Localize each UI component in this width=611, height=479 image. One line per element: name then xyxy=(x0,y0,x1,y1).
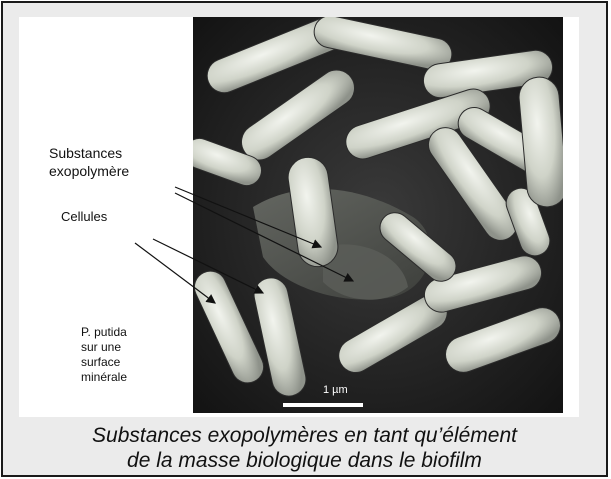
putida-label-line2: sur une xyxy=(81,340,122,354)
caption-line1: Substances exopolymères en tant qu’éléme… xyxy=(92,424,517,447)
putida-label-line3: surface xyxy=(81,355,121,369)
exopolymer-label-line1: Substances xyxy=(49,145,123,161)
scale-bar-label: 1 µm xyxy=(323,384,348,396)
putida-label: P. putida sur une surface minérale xyxy=(81,325,191,385)
putida-label-line1: P. putida xyxy=(81,325,127,339)
exopolymer-label-line2: exopolymère xyxy=(49,163,130,179)
exopolymer-label: Substances exopolymère xyxy=(49,144,189,180)
biofilm-micrograph xyxy=(193,17,563,413)
putida-label-line4: minérale xyxy=(81,370,128,384)
cells-label: Cellules xyxy=(61,209,108,224)
figure-caption: Substances exopolymères en tant qu’éléme… xyxy=(3,423,606,473)
caption-line2: de la masse biologique dans le biofilm xyxy=(127,449,482,472)
